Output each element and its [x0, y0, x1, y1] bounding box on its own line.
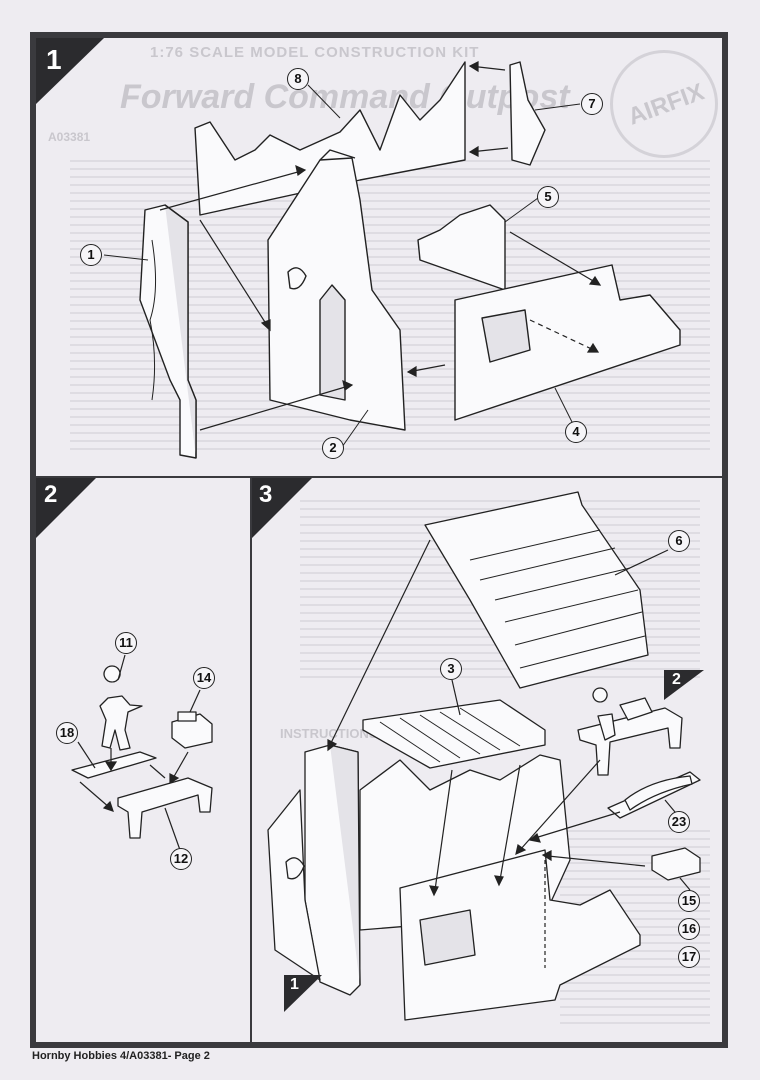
subassembly-tag-2-shape [664, 670, 704, 700]
step3-corner [252, 478, 312, 538]
part-2-door [319, 284, 346, 401]
callout-part-5: 5 [537, 186, 559, 208]
part-15-crate [651, 847, 701, 881]
subassembly-tag-1: 1 [290, 976, 299, 993]
callout-part-6: 6 [668, 530, 690, 552]
callout-part-3: 3 [440, 658, 462, 680]
callout-part-11: 11 [115, 632, 137, 654]
assembled-front-wall [399, 849, 641, 1021]
step-3-number: 3 [259, 481, 273, 508]
step-1-number: 1 [46, 44, 62, 75]
part-14-radio [171, 713, 213, 749]
part-2-window [287, 267, 307, 290]
part-4-front-wall [454, 264, 681, 421]
callout-part-7: 7 [581, 93, 603, 115]
callout-part-17: 17 [678, 946, 700, 968]
callout-part-12: 12 [170, 848, 192, 870]
part-7-side-wall [509, 61, 546, 166]
step1-corner [36, 38, 104, 104]
part-11-figure [99, 665, 143, 751]
subassembly-tag-2: 2 [672, 671, 681, 688]
callout-part-4: 4 [565, 421, 587, 443]
part-1-side [164, 204, 197, 458]
part-5-wall-section [417, 204, 506, 291]
assembled-gable [267, 789, 321, 981]
part-4-window [481, 309, 531, 363]
step2-corner [36, 478, 96, 538]
instructions-heading: INSTRUCTIONS [280, 726, 378, 741]
part-12-table [117, 777, 213, 839]
callout-part-15: 15 [678, 890, 700, 912]
page-footer: Hornby Hobbies 4/A03381- Page 2 [32, 1050, 210, 1062]
callout-part-14: 14 [193, 667, 215, 689]
step3-panel [250, 476, 724, 1044]
callout-part-8: 8 [287, 68, 309, 90]
kit-scale-line: 1:76 SCALE MODEL CONSTRUCTION KIT [150, 44, 480, 61]
callout-part-2: 2 [322, 437, 344, 459]
kit-code: A03381 [48, 130, 91, 144]
step-2-number: 2 [44, 481, 58, 508]
part-3-floor [362, 699, 546, 769]
callout-part-23: 23 [668, 811, 690, 833]
callout-part-18: 18 [56, 722, 78, 744]
subassembly-tag-1-shape [284, 975, 322, 1012]
callout-part-16: 16 [678, 918, 700, 940]
assembled-window [285, 857, 305, 880]
brand-logo: AIRFIX [610, 50, 718, 158]
page-frame [30, 32, 728, 1048]
roof-tiles [469, 529, 646, 669]
kit-title: Forward Command Outpost [120, 78, 570, 116]
callout-part-1: 1 [80, 244, 102, 266]
part-8-back-wall [194, 61, 466, 216]
